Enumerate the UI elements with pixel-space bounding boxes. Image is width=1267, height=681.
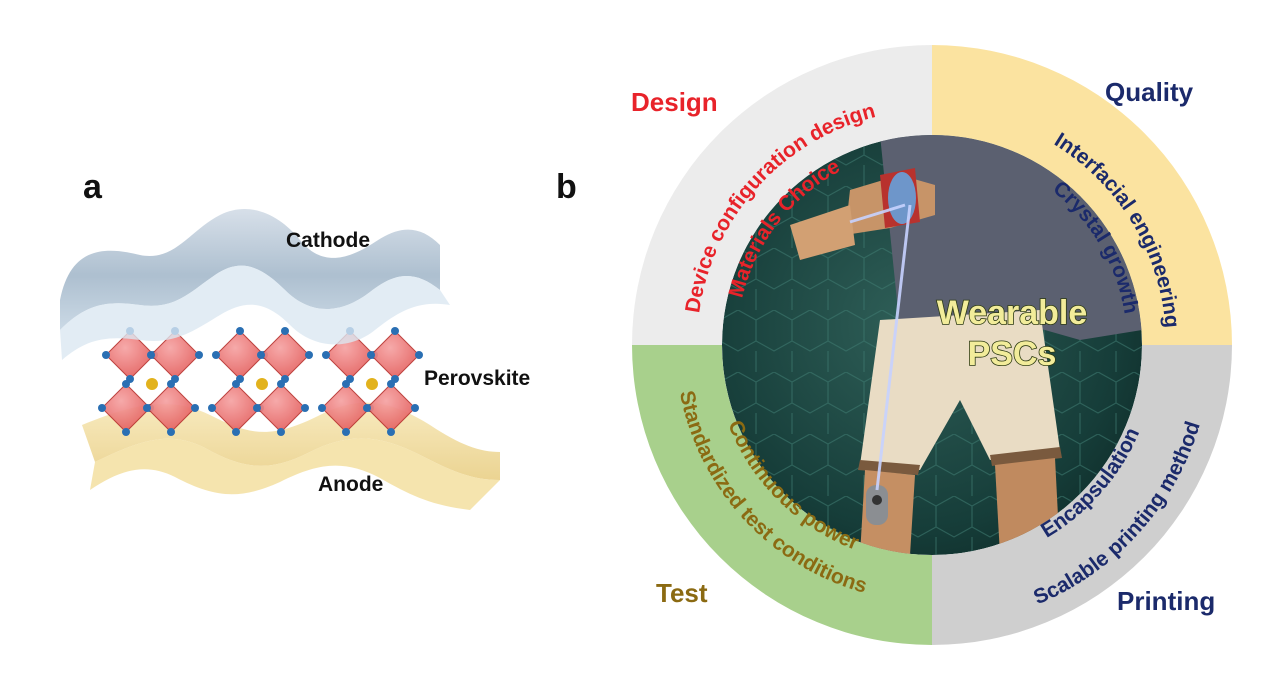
atom-node — [232, 380, 240, 388]
atom-node — [277, 428, 285, 436]
atom-node — [342, 428, 350, 436]
atom-node — [232, 428, 240, 436]
atom-node — [208, 404, 216, 412]
octahedron — [370, 330, 420, 380]
atom-node — [147, 351, 155, 359]
atom-node — [253, 404, 261, 412]
atom-node — [122, 380, 130, 388]
atom-node — [301, 404, 309, 412]
atom-node — [167, 428, 175, 436]
atom-node — [122, 428, 130, 436]
atom-node — [363, 404, 371, 412]
cathode-label: Cathode — [286, 229, 370, 252]
sector-printing — [932, 345, 1232, 645]
atom-node — [257, 351, 265, 359]
atom-node — [191, 404, 199, 412]
atom-node — [236, 327, 244, 335]
anode-label: Anode — [318, 473, 383, 496]
atom-node — [277, 380, 285, 388]
quality-title: Quality — [1105, 77, 1194, 107]
sector-design — [632, 45, 932, 345]
atom-node — [411, 404, 419, 412]
center-title-line2: PSCs — [968, 335, 1057, 373]
atom-node — [322, 351, 330, 359]
octahedron — [260, 330, 310, 380]
cation-atom — [366, 378, 378, 390]
center-title-line1: Wearable — [937, 294, 1088, 332]
atom-node — [342, 380, 350, 388]
atom-node — [305, 351, 313, 359]
wearable-photo — [722, 135, 1142, 555]
atom-node — [387, 380, 395, 388]
atom-node — [415, 351, 423, 359]
cathode-layer — [60, 209, 440, 330]
cathode-layer-front — [60, 265, 450, 360]
shorts-shape — [860, 310, 1060, 470]
design-title: Design — [631, 87, 718, 117]
power-wire — [875, 204, 912, 491]
panel-a-letter: a — [83, 168, 103, 206]
cation-atom — [146, 378, 158, 390]
atom-node — [102, 351, 110, 359]
perovskite-label: Perovskite — [424, 367, 530, 390]
atom-node — [143, 404, 151, 412]
anode-layer-front — [90, 438, 500, 510]
perovskite-lattice — [98, 327, 423, 436]
atom-node — [98, 404, 106, 412]
cation-atom — [256, 378, 268, 390]
printing-title: Printing — [1117, 586, 1215, 616]
atom-node — [318, 404, 326, 412]
fist-shape — [790, 205, 855, 260]
sector-quality — [932, 45, 1232, 345]
octahedron — [256, 383, 306, 433]
test-title: Test — [656, 578, 708, 608]
octahedron — [215, 330, 265, 380]
atom-node — [387, 428, 395, 436]
sector-test — [632, 345, 932, 645]
atom-node — [391, 327, 399, 335]
panel-b-letter: b — [556, 168, 577, 206]
atom-node — [281, 327, 289, 335]
armband-glow — [888, 172, 916, 224]
atom-node — [212, 351, 220, 359]
panel-a: a Cathode Perovskite Anode — [60, 168, 530, 510]
panel-b: b — [556, 45, 1232, 645]
atom-node — [195, 351, 203, 359]
atom-node — [367, 351, 375, 359]
atom-node — [167, 380, 175, 388]
